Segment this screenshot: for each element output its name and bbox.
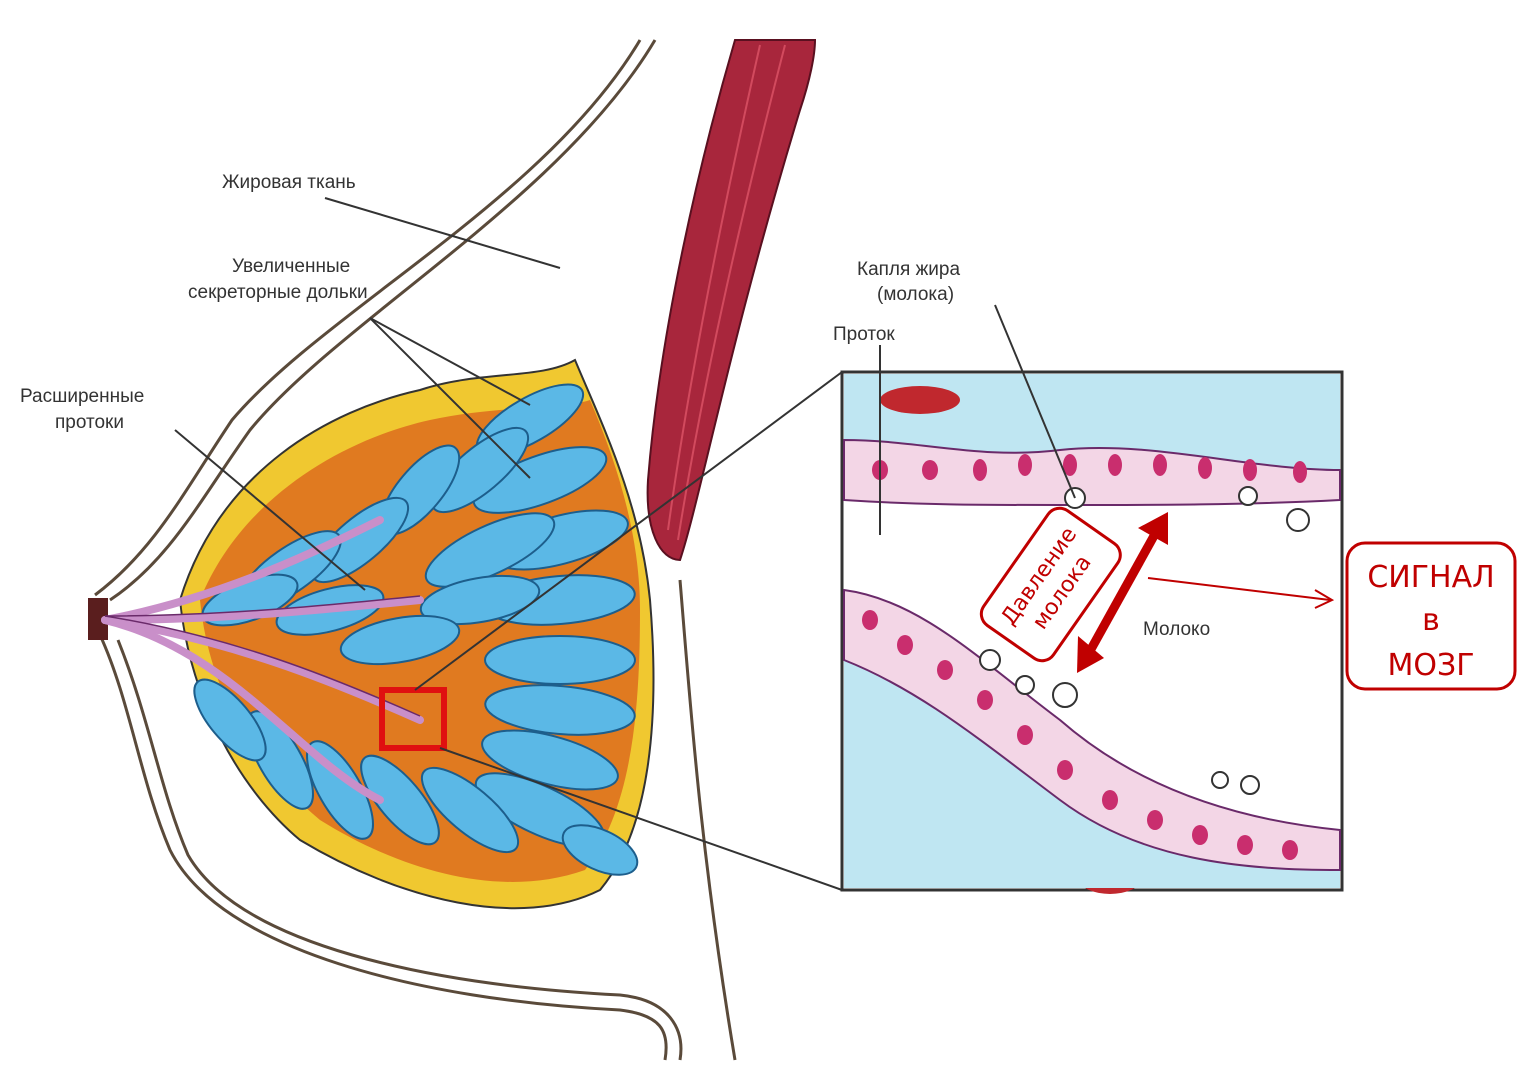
blood-cell [880, 386, 960, 414]
pressure-callout: Давление молока [979, 506, 1122, 663]
lower-epithelial-cells [862, 610, 1298, 860]
label-fat-tissue: Жировая ткань [222, 172, 356, 193]
areola [88, 598, 108, 640]
pressure-double-arrow [1077, 512, 1168, 673]
label-lobules-line1: Увеличенные [232, 256, 350, 277]
signal-label-line3: МОЗГ [1387, 648, 1474, 683]
label-duct: Проток [833, 324, 895, 345]
zoom-region-marker [379, 687, 447, 751]
label-lobules-line2: секреторные дольки [188, 282, 368, 303]
label-ducts-line2: протоки [55, 412, 124, 433]
signal-label-line1: СИГНАЛ [1367, 560, 1494, 595]
label-fat-drop-line2: (молока) [877, 284, 954, 305]
zoom-inset [840, 370, 1344, 894]
signal-label-line2: в [1422, 603, 1440, 638]
label-milk: Молоко [1143, 619, 1210, 640]
breast-outline [94, 39, 683, 1061]
label-ducts-line1: Расширенные [20, 386, 144, 407]
label-fat-drop-line1: Капля жира [857, 259, 960, 280]
fat-droplets [979, 486, 1310, 795]
chest-wall-line [678, 579, 737, 1061]
pectoral-muscle [646, 39, 817, 562]
muscle-fibers [667, 44, 786, 541]
signal-arrow [1147, 577, 1335, 609]
zoom-connector-lines [414, 371, 843, 891]
signal-callout: СИГНАЛ в МОЗГ [1345, 541, 1517, 691]
leader-lines [174, 197, 1076, 591]
